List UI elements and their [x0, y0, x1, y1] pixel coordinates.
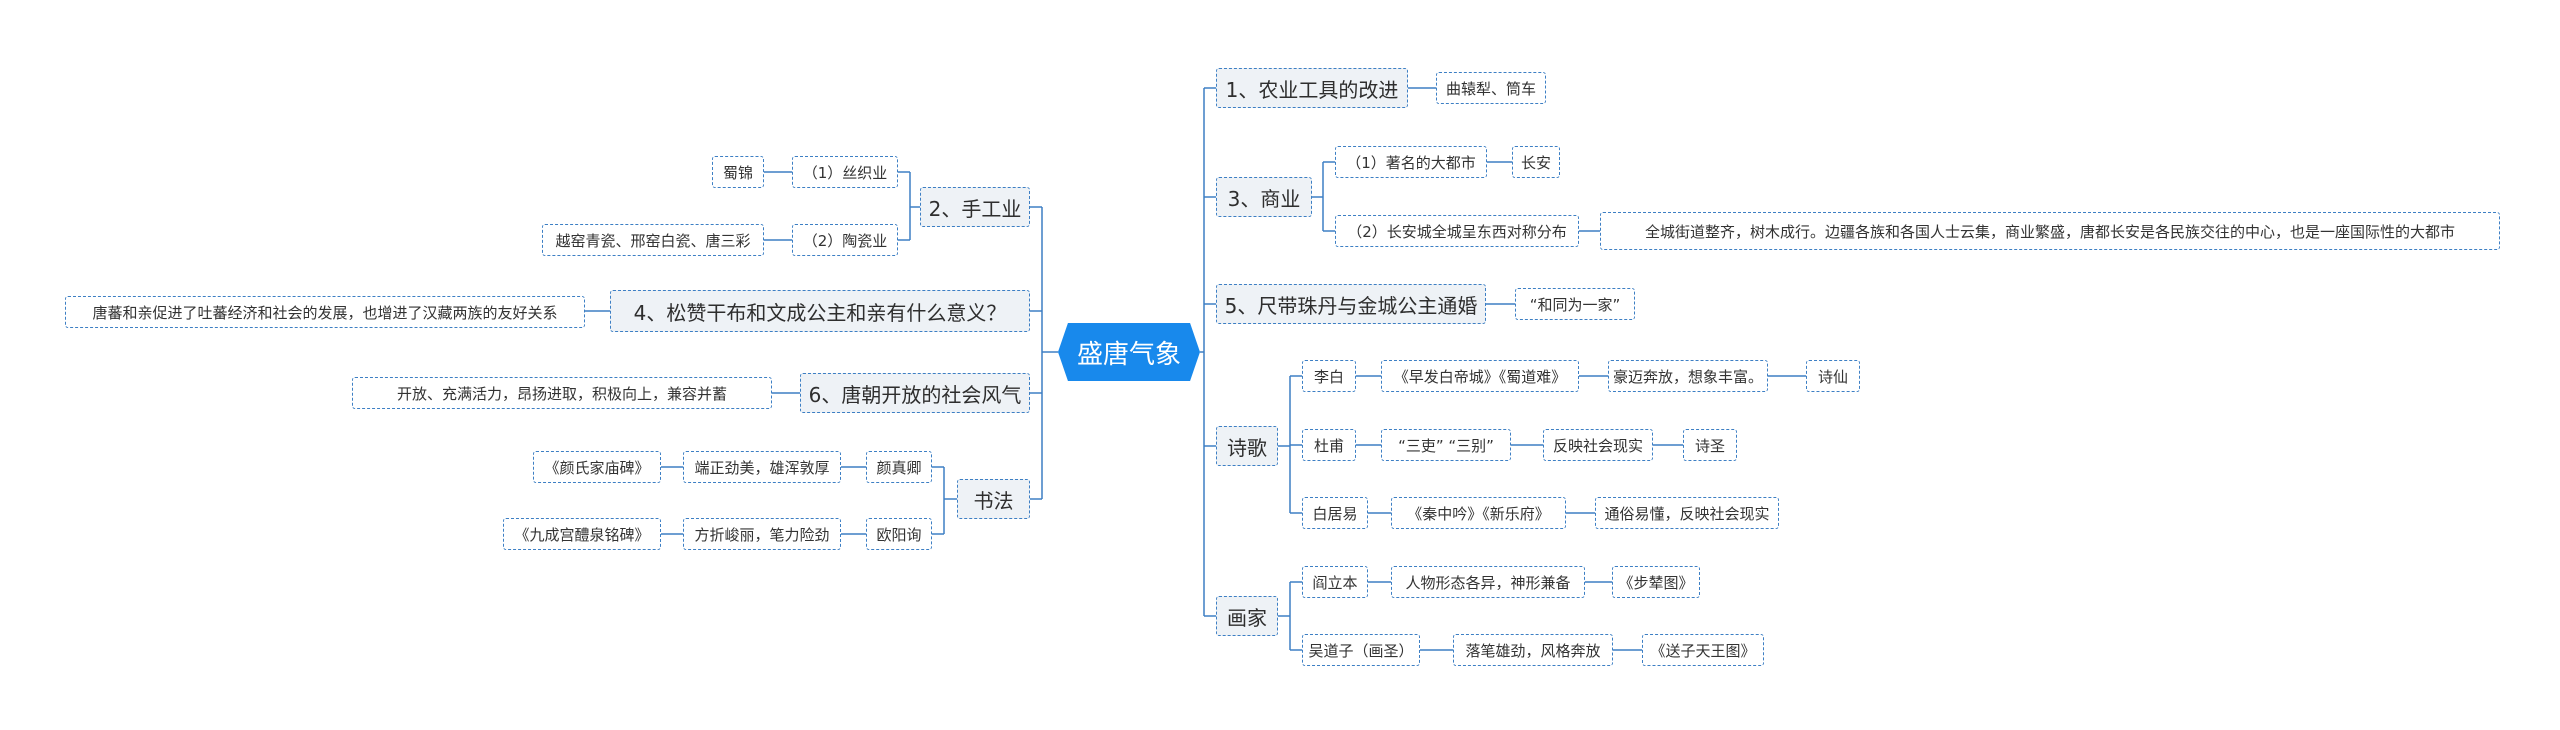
node-wu-style[interactable]: 落笔雄劲，风格奔放 [1453, 634, 1613, 666]
node-ou-style[interactable]: 方折峻丽，笔力险劲 [683, 518, 841, 550]
node-ceramic[interactable]: （2）陶瓷业 [792, 224, 898, 256]
branch-poetry[interactable]: 诗歌 [1216, 426, 1278, 466]
node-libai-title[interactable]: 诗仙 [1806, 360, 1860, 392]
node-shujin[interactable]: 蜀锦 [712, 156, 764, 188]
branch-handicraft[interactable]: 2、手工业 [920, 187, 1030, 227]
node-wu-daozi[interactable]: 吴道子（画圣） [1302, 634, 1420, 666]
node-yan-zhenqing[interactable]: 颜真卿 [866, 451, 932, 483]
node-silk[interactable]: （1）丝织业 [792, 156, 898, 188]
branch-commerce[interactable]: 3、商业 [1216, 177, 1312, 217]
node-libai[interactable]: 李白 [1302, 360, 1356, 392]
node-city-desc[interactable]: 全城街道整齐，树木成行。边疆各族和各国人士云集，商业繁盛，唐都长安是各民族交往的… [1600, 212, 2500, 250]
node-ouyang-xun[interactable]: 欧阳询 [866, 518, 932, 550]
node-yan-calli-work[interactable]: 《颜氏家庙碑》 [533, 451, 661, 483]
node-bai[interactable]: 白居易 [1302, 497, 1368, 529]
node-dufu-style[interactable]: 反映社会现实 [1543, 429, 1653, 461]
node-ou-work[interactable]: 《九成宫醴泉铭碑》 [503, 518, 661, 550]
node-yan-work[interactable]: 《步辇图》 [1612, 566, 1700, 598]
node-wu-work[interactable]: 《送子天王图》 [1642, 634, 1764, 666]
node-dufu[interactable]: 杜甫 [1302, 429, 1356, 461]
node-yan-calli-style[interactable]: 端正劲美，雄浑敦厚 [683, 451, 841, 483]
node-changan[interactable]: 长安 [1512, 146, 1560, 178]
branch-calligraphy[interactable]: 书法 [957, 479, 1030, 519]
node-yan-style[interactable]: 人物形态各异，神形兼备 [1391, 566, 1585, 598]
node-marriage-answer[interactable]: 唐蕃和亲促进了吐蕃经济和社会的发展，也增进了汉藏两族的友好关系 [65, 296, 585, 328]
node-agri-tools[interactable]: 曲辕犁、筒车 [1436, 72, 1546, 104]
branch-painters[interactable]: 画家 [1216, 596, 1278, 636]
root-node[interactable]: 盛唐气象 [1058, 323, 1200, 381]
node-dufu-works[interactable]: “三吏” “三别” [1381, 429, 1511, 461]
branch-marriage-question[interactable]: 4、松赞干布和文成公主和亲有什么意义？ [610, 290, 1030, 332]
node-libai-works[interactable]: 《早发白帝城》《蜀道难》 [1381, 360, 1579, 392]
node-tubo-desc[interactable]: “和同为一家” [1515, 288, 1635, 320]
node-ethos-desc[interactable]: 开放、充满活力，昂扬进取，积极向上，兼容并蓄 [352, 377, 772, 409]
branch-tubo-marriage[interactable]: 5、尺带珠丹与金城公主通婚 [1216, 284, 1486, 324]
branch-social-ethos[interactable]: 6、唐朝开放的社会风气 [800, 373, 1030, 413]
node-bai-style[interactable]: 通俗易懂，反映社会现实 [1595, 497, 1779, 529]
node-metro[interactable]: （1）著名的大都市 [1335, 146, 1487, 178]
node-dufu-title[interactable]: 诗圣 [1683, 429, 1737, 461]
branch-agriculture[interactable]: 1、农业工具的改进 [1216, 68, 1408, 108]
node-yan-liben[interactable]: 阎立本 [1302, 566, 1368, 598]
node-libai-style[interactable]: 豪迈奔放，想象丰富。 [1608, 360, 1768, 392]
node-city-layout[interactable]: （2）长安城全城呈东西对称分布 [1335, 215, 1579, 247]
node-ceramic-desc[interactable]: 越窑青瓷、邢窑白瓷、唐三彩 [542, 224, 764, 256]
node-bai-works[interactable]: 《秦中吟》《新乐府》 [1391, 497, 1566, 529]
